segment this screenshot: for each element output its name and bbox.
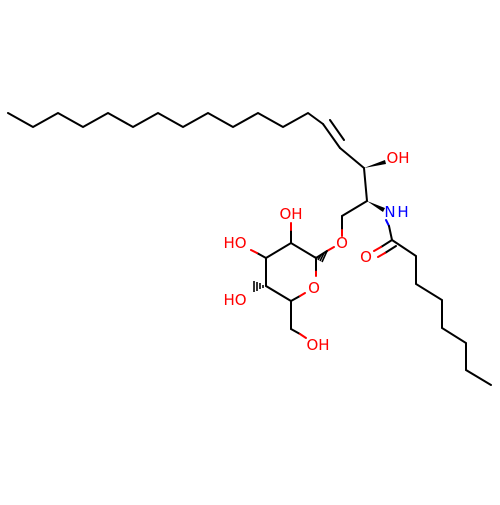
carbonyl-bond-b2 <box>377 252 386 258</box>
atom-label-ring-o: O <box>308 279 320 297</box>
wedge-c2-n <box>367 201 385 212</box>
double-bond-second <box>329 119 345 141</box>
ring-bond-c5-o-b <box>299 292 306 297</box>
ring-bond-c5-o-a <box>290 295 301 302</box>
bond-c6prime-oh-a <box>290 328 301 335</box>
bond-ether-o-c1prime-a <box>326 246 335 252</box>
bond-c3-c2 <box>363 167 368 202</box>
carbonyl-bond-a1 <box>380 239 393 248</box>
atom-label-oh-c6: OH <box>306 336 329 354</box>
atom-label-ether-o: O <box>336 234 348 252</box>
bond-c3prime-oh-a <box>256 252 267 259</box>
hashed-bond-c1prime <box>314 250 328 263</box>
wedge-c3-oh <box>364 160 386 168</box>
bond-n-carbonyl-a <box>385 219 390 227</box>
carbonyl-bond-a2 <box>373 246 382 252</box>
octanoyl-chain <box>391 239 492 386</box>
atom-label-nh-h: H <box>397 203 408 221</box>
atom-label-ho-c3: HO <box>223 234 246 252</box>
atom-label-oh-chain: OH <box>386 149 409 167</box>
double-bond-main <box>322 123 341 149</box>
bond-n-carbonyl-b <box>388 225 393 241</box>
sphingoid-tail-chain <box>7 111 324 129</box>
atom-label-oh-c2: OH <box>279 205 302 223</box>
bond-c6prime-oh-b <box>299 333 307 339</box>
atom-label-ho-c4: HO <box>223 291 246 309</box>
bond-c2-c1 <box>341 200 368 217</box>
bond-c3prime-oh-b <box>250 249 258 254</box>
carbonyl-bond-b1 <box>384 245 397 254</box>
bond-c4-c3 <box>339 147 365 169</box>
hashed-bond-c4prime <box>253 281 264 292</box>
bond-ether-o-c1prime-b <box>315 250 328 259</box>
atom-label-amide-o: O <box>360 248 372 266</box>
atom-label-n: N <box>384 203 395 221</box>
